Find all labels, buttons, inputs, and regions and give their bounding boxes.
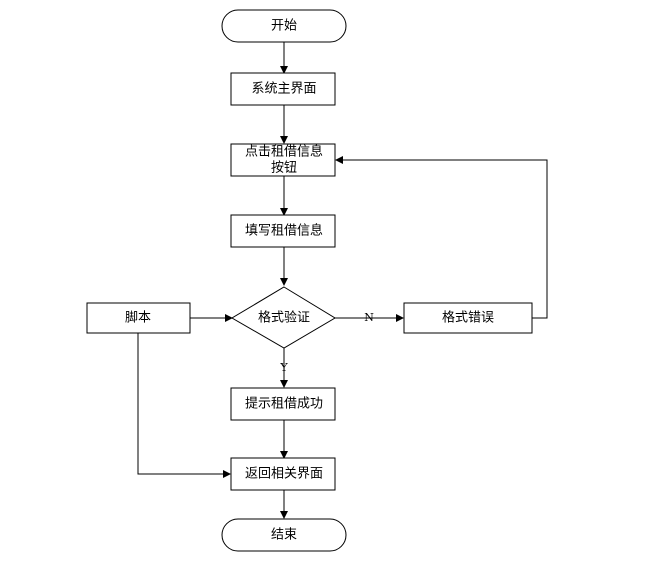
script-box: 脚本 (86, 302, 191, 334)
fill-info-box: 填写租借信息 (230, 214, 336, 248)
end-label: 结束 (271, 528, 297, 543)
success-prompt-label: 提示租借成功 (245, 396, 323, 412)
fill-info-label: 填写租借信息 (245, 223, 323, 239)
edge-script-to-return (137, 333, 231, 478)
edge-label-no: N (364, 311, 374, 324)
start-terminal: 开始 (221, 9, 347, 43)
format-check-diamond: 格式验证 (231, 286, 336, 349)
click-button-label-line1: 点击租借信息 (245, 144, 323, 160)
return-ui-box: 返回相关界面 (230, 457, 336, 491)
edge-error-back-to-click (335, 156, 548, 319)
click-button-label-line2: 按钮 (271, 161, 297, 176)
end-terminal: 结束 (221, 518, 347, 552)
return-ui-label: 返回相关界面 (245, 467, 323, 482)
format-error-box: 格式错误 (403, 302, 533, 334)
format-error-label: 格式错误 (442, 310, 494, 326)
main-ui-box: 系统主界面 (230, 72, 336, 106)
click-button-box: 点击租借信息 按钮 (230, 143, 336, 177)
main-ui-label: 系统主界面 (251, 82, 316, 97)
success-prompt-box: 提示租借成功 (230, 387, 336, 421)
script-label: 脚本 (125, 310, 151, 326)
edge-label-yes: Y (279, 361, 288, 374)
start-label: 开始 (271, 19, 297, 34)
format-check-label: 格式验证 (258, 310, 310, 326)
